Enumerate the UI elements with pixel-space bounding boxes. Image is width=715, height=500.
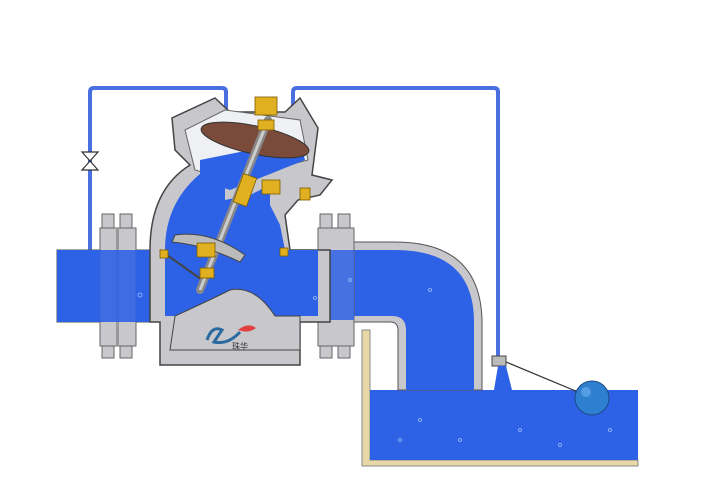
control-valve: 珠华 — [149, 96, 334, 366]
float-ball — [574, 380, 610, 416]
float-valve — [491, 355, 610, 416]
manufacturer-logo: 珠华 — [205, 325, 256, 351]
outlet-elbow — [317, 213, 483, 391]
needle-valve-icon — [80, 151, 100, 171]
svg-text:珠华: 珠华 — [232, 341, 248, 351]
water-bubbles — [137, 278, 612, 447]
